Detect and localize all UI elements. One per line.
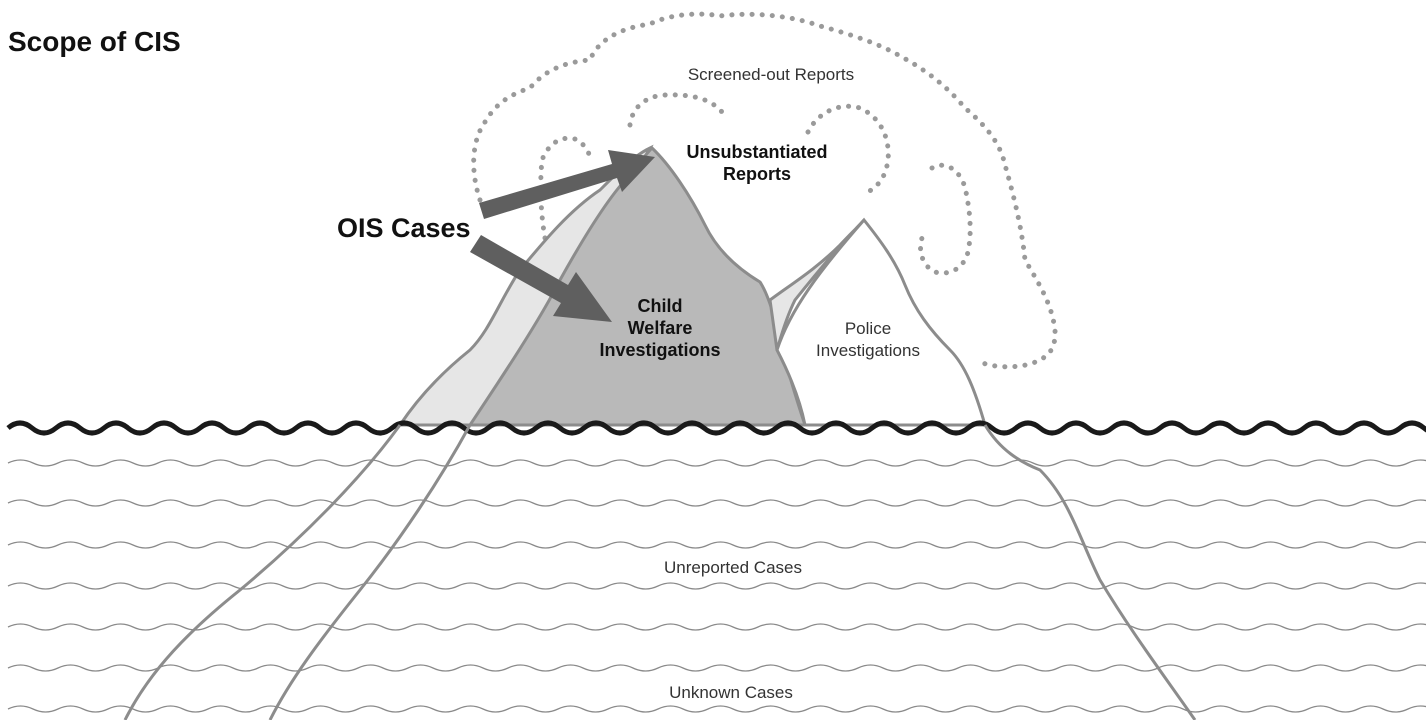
unknown-label-bg	[660, 680, 800, 704]
underwater-outline-left-outer	[123, 424, 402, 720]
water-surface	[6, 420, 1426, 436]
screened-out-cloud	[471, 11, 1058, 370]
underwater-outline-right	[983, 424, 1197, 720]
cloud-inner-far-right	[918, 162, 973, 276]
wave-line	[7, 499, 1426, 507]
cloud-inner-center	[627, 92, 725, 128]
police-label-line2: Investigations	[816, 341, 920, 360]
ois-arrow-upper	[479, 150, 655, 219]
unsubstantiated-label-line2: Reports	[723, 164, 791, 184]
child-welfare-label-line3: Investigations	[599, 340, 720, 360]
underwater-outline-left-inner	[268, 424, 472, 720]
underwater-waves	[7, 459, 1426, 713]
wave-line	[7, 664, 1426, 672]
police-label-line1: Police	[845, 319, 891, 338]
unknown-cases-label: Unknown Cases	[669, 683, 793, 702]
police-berg	[775, 217, 987, 427]
unsubstantiated-label-line1: Unsubstantiated	[686, 142, 827, 162]
ois-cases-label: OIS Cases	[337, 213, 471, 243]
wave-line	[7, 582, 1426, 590]
cloud-inner-right	[805, 103, 891, 195]
wave-line	[7, 541, 1426, 549]
unreported-label-bg	[650, 555, 810, 579]
unreported-cases-label: Unreported Cases	[664, 558, 802, 577]
wave-line	[7, 705, 1426, 713]
screened-out-label: Screened-out Reports	[688, 65, 854, 84]
ois-arrow-lower	[470, 235, 612, 322]
child-welfare-label-line1: Child	[638, 296, 683, 316]
diagram-title: Scope of CIS	[8, 26, 181, 57]
child-welfare-label-line2: Welfare	[628, 318, 693, 338]
wave-line	[7, 459, 1426, 467]
wave-line	[7, 623, 1426, 631]
